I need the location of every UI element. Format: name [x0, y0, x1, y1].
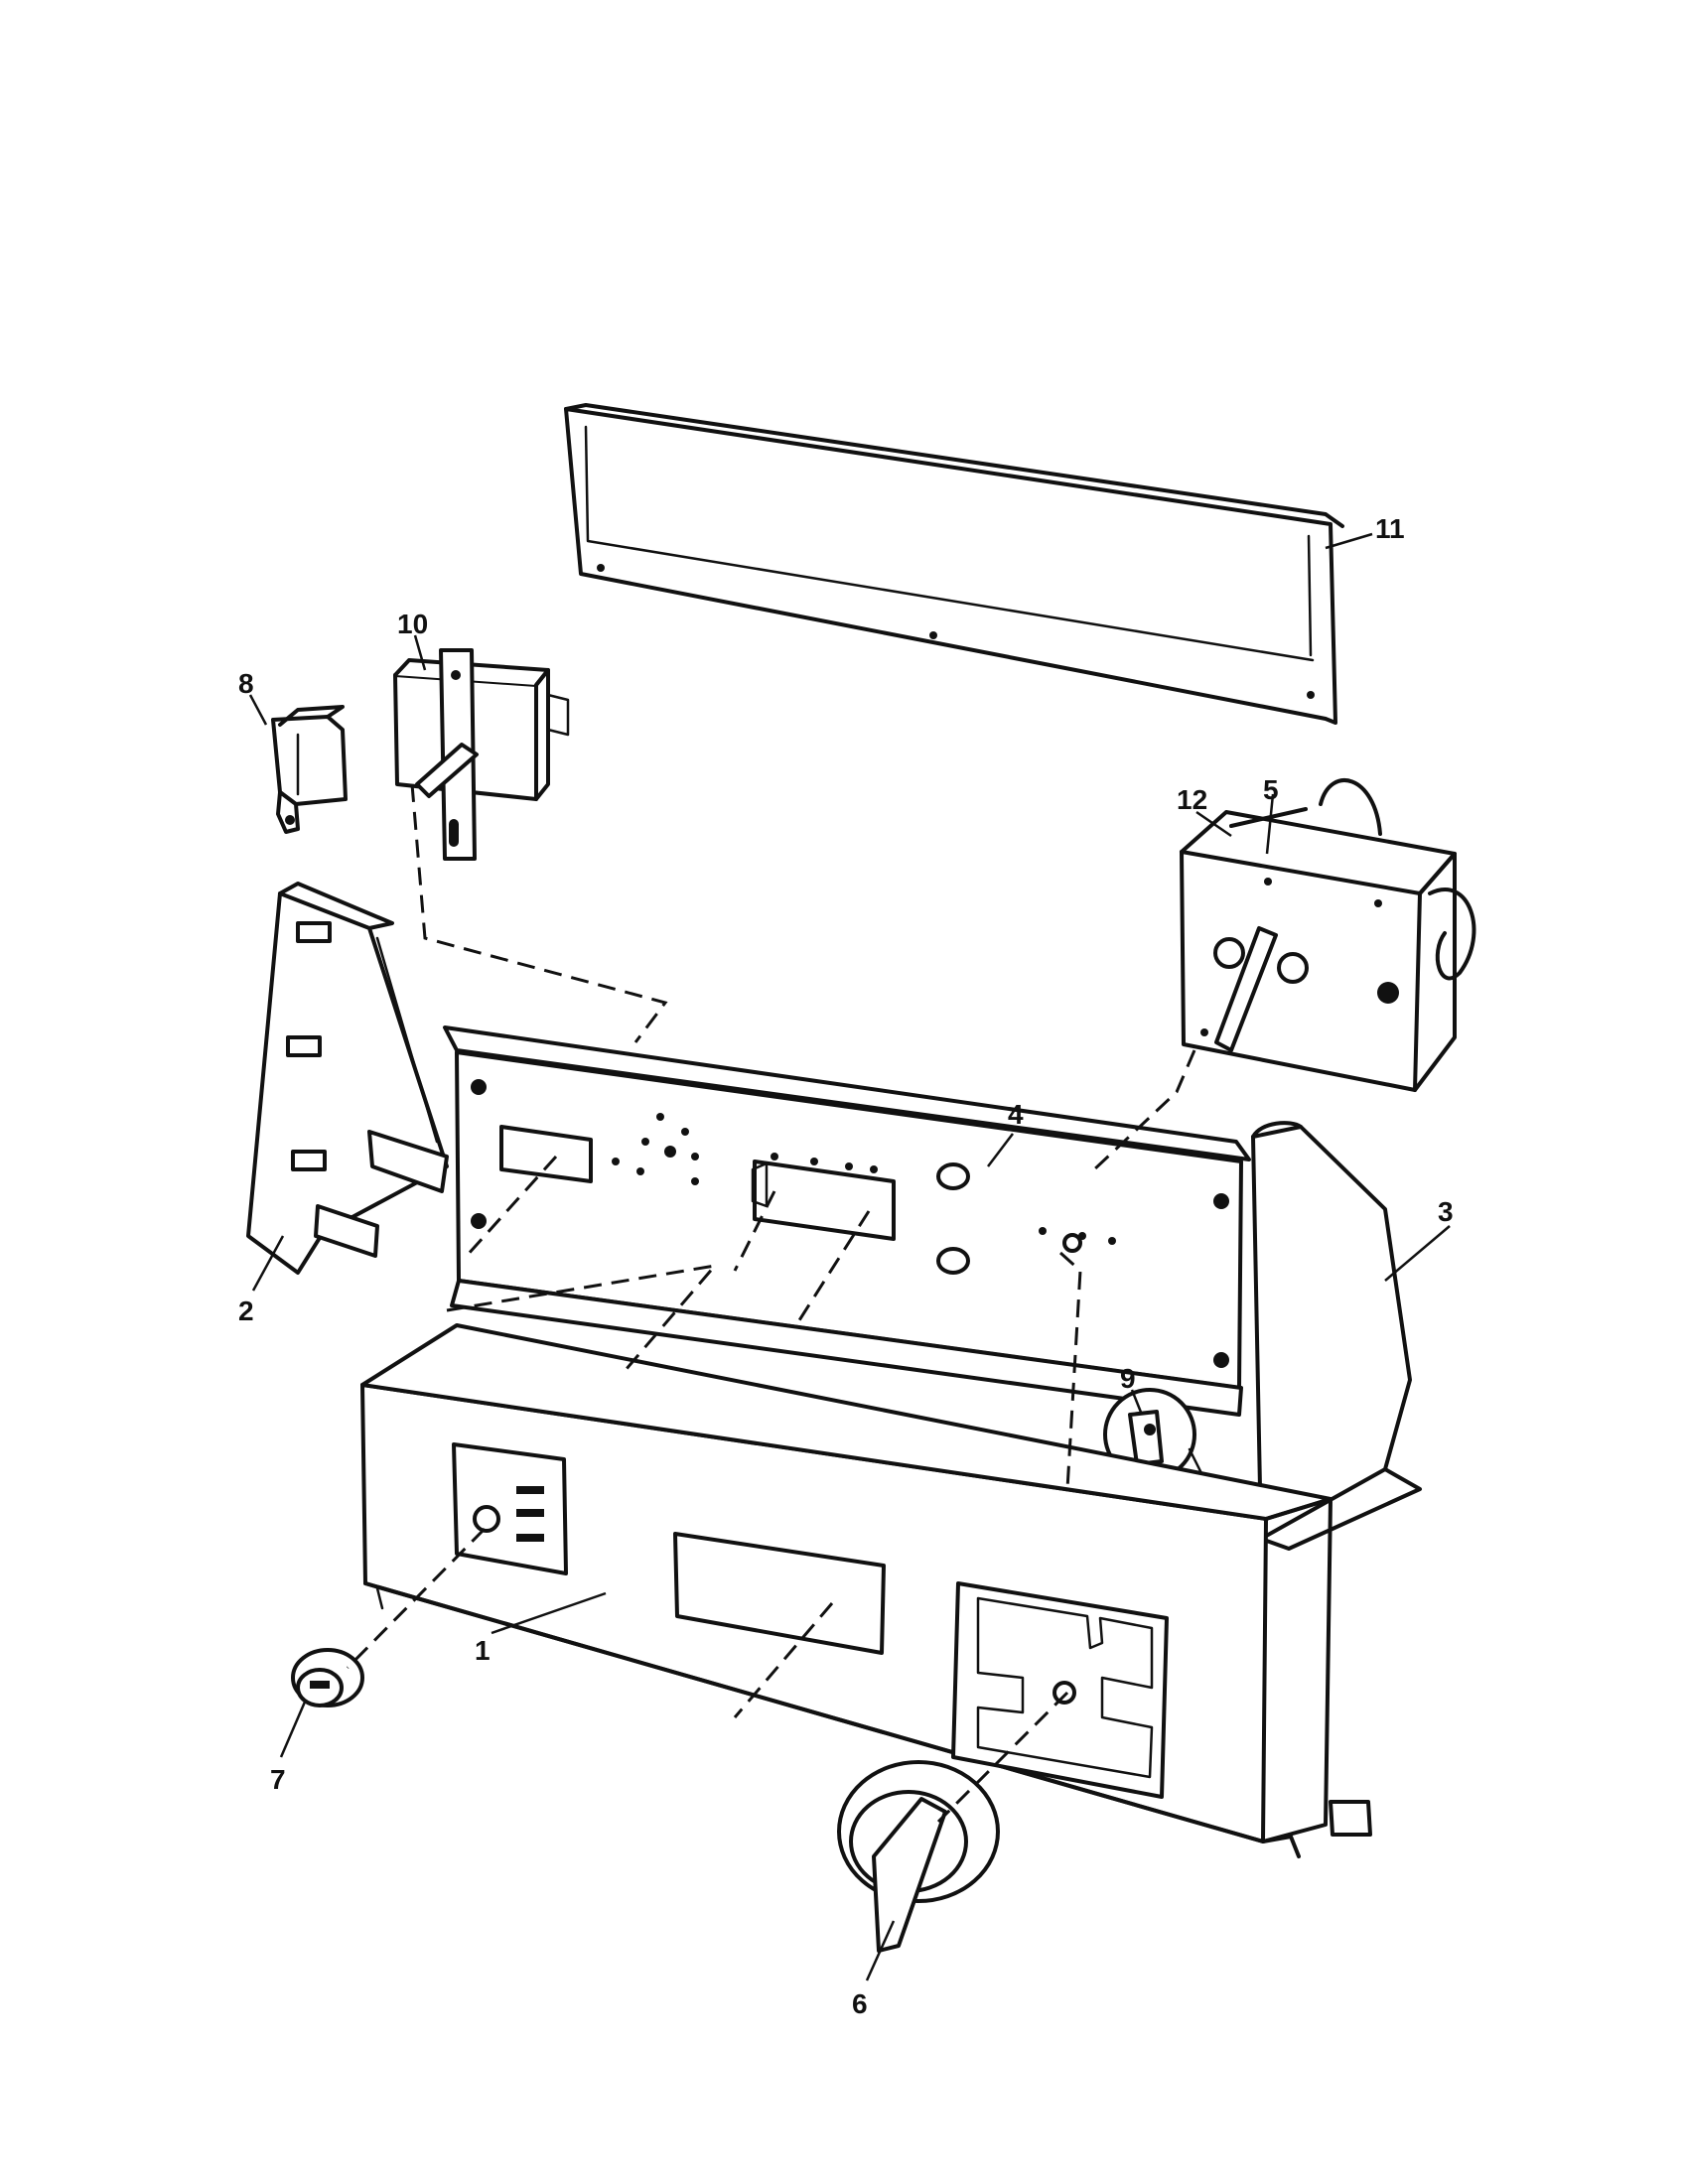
part-timer-assembly	[1180, 778, 1476, 1092]
part-control-panel-front	[360, 1323, 1372, 1858]
part-switch-assembly	[393, 648, 570, 861]
callout-4: 4	[1008, 1099, 1024, 1130]
callout-10: 10	[397, 609, 428, 639]
callout-12: 12	[1177, 784, 1207, 815]
callout-6: 6	[852, 1988, 868, 2019]
callout-leaders	[248, 532, 1451, 1981]
part-mounting-bracket-panel	[443, 1025, 1251, 1417]
callout-9: 9	[1120, 1363, 1136, 1394]
part-switch-knob	[291, 1648, 364, 1707]
callout-8: 8	[238, 668, 254, 699]
part-relay	[271, 705, 348, 834]
part-timer-knob	[837, 1760, 1000, 1953]
callout-2: 2	[238, 1296, 254, 1326]
assembly-dashed-lines	[346, 783, 1196, 1824]
callout-labels: 1 2 3 4 5 6 7 8 9 10 11 12	[238, 513, 1454, 2019]
part-rear-cover	[564, 403, 1344, 725]
callout-5: 5	[1263, 774, 1279, 805]
part-left-end-cap	[246, 882, 449, 1275]
callout-11: 11	[1375, 513, 1405, 544]
callout-1: 1	[475, 1635, 491, 1666]
callout-7: 7	[270, 1764, 286, 1795]
callout-3: 3	[1438, 1196, 1454, 1227]
